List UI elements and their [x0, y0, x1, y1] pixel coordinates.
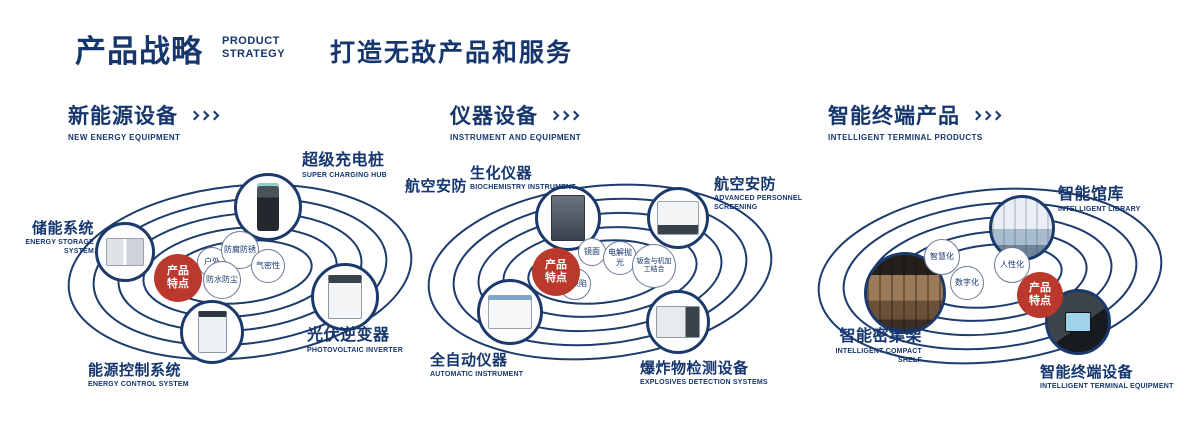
product-features-label: 产品特点 [1029, 282, 1051, 307]
product-name: 航空安防 [714, 176, 777, 193]
product-photo-explosives-detection [646, 290, 710, 354]
product-photo-automatic-instrument [477, 279, 543, 345]
product-label-automatic-instrument: 全自动仪器 AUTOMATIC INSTRUMENT [430, 352, 540, 379]
product-name-en: EXPLOSIVES DETECTION SYSTEMS [640, 379, 768, 387]
product-photo-terminal-equipment [1045, 289, 1111, 355]
product-name: 光伏逆变器 [307, 327, 390, 344]
page-title-en-line2: STRATEGY [222, 47, 286, 60]
feature-bubble: 钣金与机加工结合 [632, 244, 676, 288]
energy-storage-icon [106, 237, 144, 267]
product-name-en: ENERGY STORAGE SYSTEM [25, 239, 94, 256]
section-header-instruments: 仪器设备 INSTRUMENT AND EQUIPMENT [450, 100, 581, 142]
detection-machine-icon [655, 306, 701, 338]
product-photo-personnel-screening [647, 187, 709, 249]
feature-bubble: 气密性 [251, 249, 285, 283]
product-name-en: INTELLIGENT TERMINAL EQUIPMENT [1040, 383, 1174, 391]
page-title-en-line1: PRODUCT [222, 35, 280, 47]
page-subtitle: 打造无敌产品和服务 [330, 39, 574, 67]
product-name: 航空安防 [405, 178, 468, 195]
product-name-en: ADVANCED PERSONNEL SCREENING [714, 195, 803, 212]
section-header-intelligent-terminal: 智能终端产品 INTELLIGENT TERMINAL PRODUCTS [828, 100, 1002, 142]
orbit-rings [817, 187, 1163, 365]
kiosk-screen-icon [1065, 312, 1091, 332]
control-cabinet-icon [197, 310, 227, 354]
section-header-new-energy: 新能源设备 NEW ENERGY EQUIPMENT [68, 100, 220, 142]
product-label-energy-control-system: 能源控制系统 ENERGY CONTROL SYSTEM [88, 362, 218, 389]
feature-bubble: 防水防尘 [203, 261, 241, 299]
section-title: 新能源设备 [68, 105, 178, 128]
product-features-badge: 产品特点 [532, 248, 580, 296]
product-name: 储能系统 [31, 220, 94, 237]
chevron-right-triple-icon [970, 110, 1002, 120]
chevron-right-triple-icon [188, 110, 220, 120]
section-subtitle: INSTRUMENT AND EQUIPMENT [450, 133, 582, 142]
product-label-biochemistry-instrument: 生化仪器 BIOCHEMISTRY INSTRUMENT [470, 165, 580, 192]
product-name: 能源控制系统 [88, 362, 182, 379]
product-name: 爆炸物检测设备 [640, 360, 749, 377]
product-name: 智能终端设备 [1040, 364, 1134, 381]
product-photo-super-charging-hub [234, 173, 302, 241]
section-subtitle: INTELLIGENT TERMINAL PRODUCTS [828, 133, 983, 142]
product-label-aviation-security: 航空安防 [405, 178, 475, 195]
product-features-label: 产品特点 [167, 265, 189, 290]
product-photo-energy-storage [95, 222, 155, 282]
feature-bubble: 镜面 [578, 238, 606, 266]
product-name: 超级充电桩 [302, 152, 385, 169]
product-features-badge: 产品特点 [154, 254, 202, 302]
product-label-photovoltaic-inverter: 光伏逆变器 PHOTOVOLTAIC INVERTER [307, 327, 427, 355]
product-features-label: 产品特点 [545, 259, 567, 284]
product-label-personnel-screening: 航空安防 ADVANCED PERSONNEL SCREENING [714, 176, 814, 212]
product-photo-energy-control-system [180, 300, 244, 364]
product-name-en: INTELLIGENT COMPACT SHELF [835, 348, 922, 365]
product-name: 全自动仪器 [430, 352, 508, 369]
product-label-explosives-detection: 爆炸物检测设备 EXPLOSIVES DETECTION SYSTEMS [640, 360, 770, 387]
page-title-en: PRODUCT STRATEGY [222, 35, 285, 60]
product-name: 生化仪器 [470, 165, 533, 182]
page-title: 产品战略 [75, 34, 203, 69]
product-name-en: AUTOMATIC INSTRUMENT [430, 371, 524, 379]
product-features-badge: 产品特点 [1017, 272, 1063, 318]
product-name-en: PHOTOVOLTAIC INVERTER [307, 347, 403, 355]
chevron-right-triple-icon [548, 110, 580, 120]
product-label-energy-storage: 储能系统 ENERGY STORAGE SYSTEM [10, 220, 94, 256]
biochemistry-cabinet-icon [550, 194, 586, 242]
product-label-intelligent-library: 智能馆库 INTELLIGENT LIBRARY [1058, 186, 1168, 214]
product-photo-biochemistry-instrument [535, 185, 601, 251]
product-name-en: BIOCHEMISTRY INSTRUMENT [470, 184, 576, 192]
inverter-icon [327, 274, 363, 320]
feature-bubble: 智慧化 [924, 239, 960, 275]
analyzer-icon [487, 295, 533, 329]
section-title: 智能终端产品 [828, 105, 960, 128]
screening-machine-icon [657, 201, 699, 235]
product-name: 智能密集架 [839, 328, 922, 345]
section-subtitle: NEW ENERGY EQUIPMENT [68, 133, 181, 142]
product-name-en: SUPER CHARGING HUB [302, 172, 387, 180]
product-label-compact-shelf: 智能密集架 INTELLIGENT COMPACT SHELF [826, 328, 922, 366]
section-title: 仪器设备 [450, 105, 538, 128]
product-label-terminal-equipment: 智能终端设备 INTELLIGENT TERMINAL EQUIPMENT [1040, 364, 1180, 391]
feature-bubble: 数字化 [950, 266, 984, 300]
product-label-super-charging-hub: 超级充电桩 SUPER CHARGING HUB [302, 152, 422, 180]
product-name-en: INTELLIGENT LIBRARY [1058, 206, 1141, 214]
product-photo-photovoltaic-inverter [311, 263, 379, 331]
charging-pile-icon [257, 183, 279, 231]
product-name-en: ENERGY CONTROL SYSTEM [88, 381, 189, 389]
product-name: 智能馆库 [1058, 186, 1125, 203]
